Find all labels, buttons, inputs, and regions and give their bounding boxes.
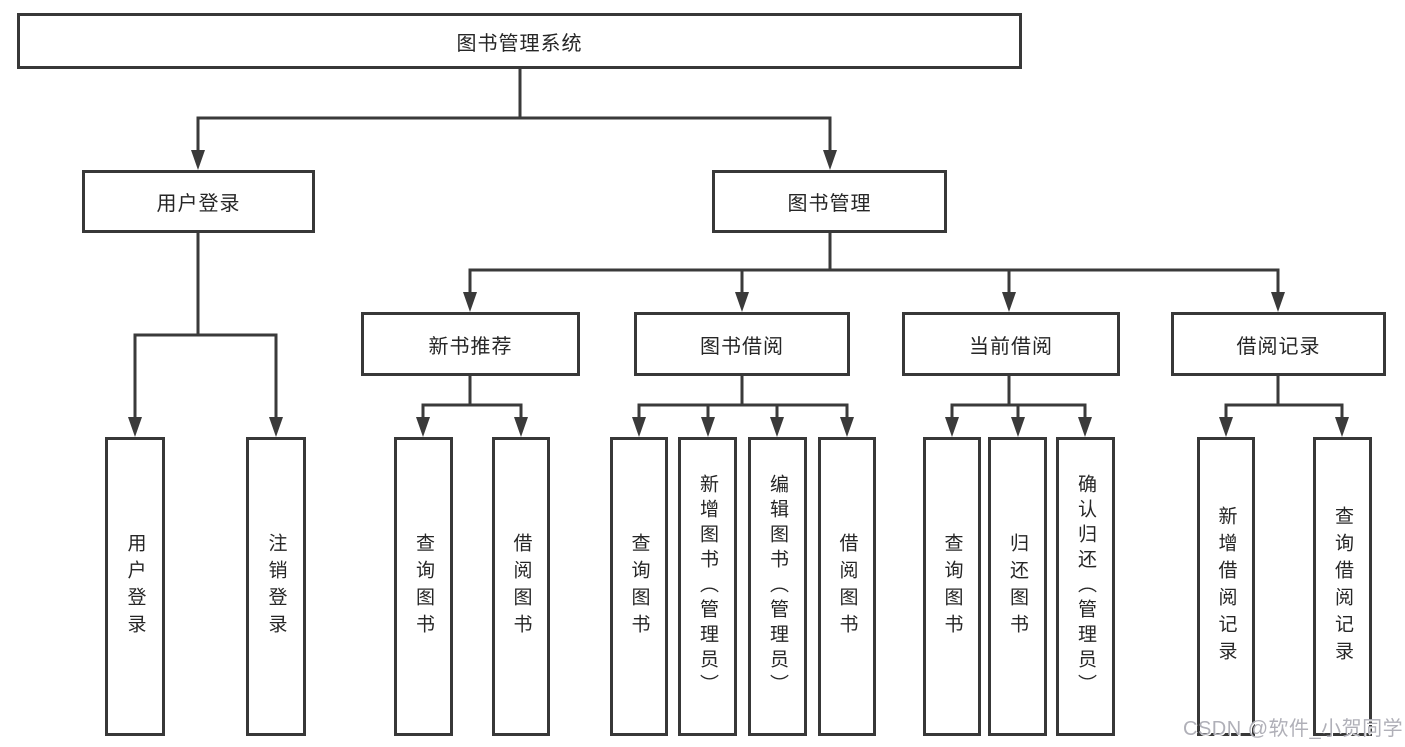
leaf-borrow-books-recommend: 借阅图书 [492,437,550,736]
leaf-logout-label: 注销登录 [265,532,287,641]
leaf-query-books-current: 查询图书 [923,437,981,736]
edge-user-login-to-leaves [128,233,283,437]
csdn-watermark: CSDN @软件_小贺同学 [1183,718,1404,740]
leaf-user-login-label: 用户登录 [124,532,146,641]
node-current-borrow: 当前借阅 [902,312,1120,376]
node-book-borrow: 图书借阅 [634,312,850,376]
leaf-add-book-admin-label: 新增图书（管理员） [697,474,718,699]
leaf-query-books-current-label: 查询图书 [941,532,963,641]
edge-book-management-to-level3 [463,233,1285,312]
node-root-library-management-system: 图书管理系统 [17,13,1022,69]
leaf-return-books-label: 归还图书 [1007,532,1028,641]
leaf-add-book-admin: 新增图书（管理员） [678,437,737,736]
leaf-query-borrow-record: 查询借阅记录 [1313,437,1372,736]
leaf-user-login: 用户登录 [105,437,165,736]
node-user-login: 用户登录 [82,170,315,233]
leaf-query-books-borrow-label: 查询图书 [628,532,650,641]
leaf-edit-book-admin-label: 编辑图书（管理员） [767,474,788,699]
edge-new-book-recommend-to-leaves [416,376,528,437]
leaf-confirm-return-admin-label: 确认归还（管理员） [1075,474,1096,699]
leaf-return-books: 归还图书 [988,437,1047,736]
leaf-edit-book-admin: 编辑图书（管理员） [748,437,807,736]
leaf-query-books-recommend-label: 查询图书 [413,532,434,641]
edge-borrow-records-to-leaves [1219,376,1349,437]
leaf-logout: 注销登录 [246,437,306,736]
leaf-add-borrow-record: 新增借阅记录 [1197,437,1255,736]
node-book-management: 图书管理 [712,170,947,233]
leaf-borrow-books-label: 借阅图书 [836,532,858,641]
node-new-book-recommend: 新书推荐 [361,312,580,376]
leaf-borrow-books-recommend-label: 借阅图书 [510,532,532,641]
edge-book-borrow-to-leaves [632,376,854,437]
leaf-borrow-books: 借阅图书 [818,437,876,736]
leaf-query-books-recommend: 查询图书 [394,437,453,736]
leaf-confirm-return-admin: 确认归还（管理员） [1056,437,1115,736]
leaf-query-borrow-record-label: 查询借阅记录 [1332,505,1353,668]
edge-root-to-level2 [191,69,837,170]
edge-current-borrow-to-leaves [945,376,1092,437]
leaf-query-books-borrow: 查询图书 [610,437,668,736]
leaf-add-borrow-record-label: 新增借阅记录 [1215,505,1237,668]
node-borrow-records: 借阅记录 [1171,312,1386,376]
